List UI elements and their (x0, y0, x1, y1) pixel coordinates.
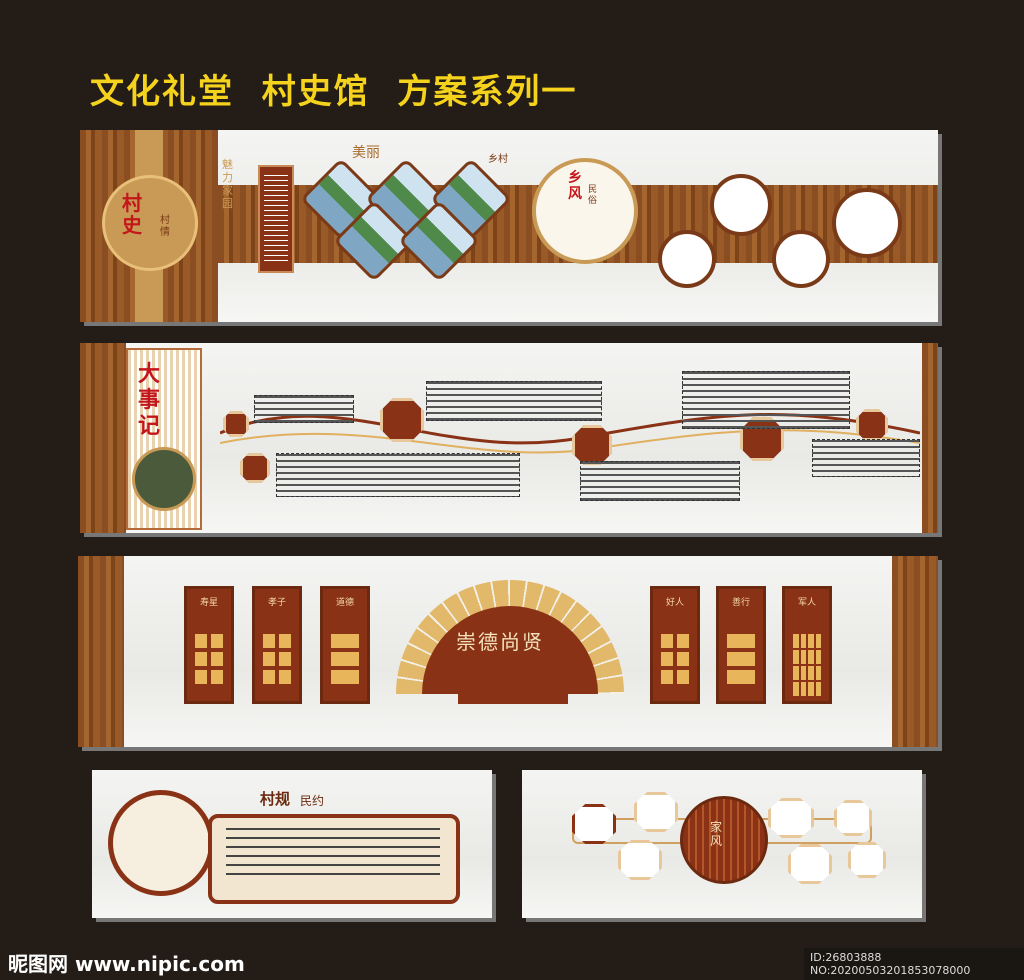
event-text (276, 453, 520, 497)
timeline-node (240, 453, 270, 483)
title-column (126, 348, 202, 530)
honor-card: 好人 (650, 586, 700, 704)
slogan: 魅力家园 (222, 158, 233, 210)
honor-card: 寿星 (184, 586, 234, 704)
hex-board (834, 800, 872, 836)
custom-title: 乡风 (568, 170, 582, 202)
rules-text (226, 828, 440, 882)
timeline-node (223, 411, 249, 437)
page-title: 文化礼堂 村史馆 方案系列一 (90, 72, 578, 112)
honor-card: 孝子 (252, 586, 302, 704)
panel-village-rules: 村规 民约 (92, 770, 492, 918)
custom-sub: 民俗 (588, 185, 598, 206)
hex-board (572, 804, 616, 844)
event-text (426, 381, 602, 421)
timeline-node (380, 398, 424, 442)
text-lines (264, 175, 288, 263)
hex-board (788, 844, 832, 884)
timeline-node (572, 425, 612, 465)
honor-card: 道德 (320, 586, 370, 704)
emblem-circle (102, 175, 198, 271)
lotus-circle (108, 790, 214, 896)
fan-title: 崇德尚贤 (456, 630, 544, 654)
main-title: 村史 (122, 191, 142, 237)
panel-family-style: 家风 (522, 770, 922, 918)
hex-board (768, 798, 814, 838)
main-title: 大事记 (138, 361, 161, 439)
panel-village-history: 村史 村情 魅力家园 美丽 乡村 乡风 民俗 (80, 130, 938, 322)
photo-circle (132, 447, 196, 511)
event-text (682, 371, 850, 429)
sub-title: 村情 (160, 215, 170, 238)
watermark-site: 昵图网 www.nipic.com (8, 952, 245, 976)
round-board-1 (658, 230, 716, 288)
hex-board (848, 842, 886, 878)
panel-virtue: 崇德尚贤 寿星 孝子 道德 好人 善行 军人 (78, 556, 938, 747)
wood-left (78, 556, 124, 747)
round-board-4 (832, 188, 902, 258)
wood-left (80, 343, 126, 533)
wood-right (922, 343, 938, 533)
family-circle (680, 796, 768, 884)
rules-title-a: 村规 (260, 790, 291, 808)
beauty-text: 美丽 (352, 145, 380, 161)
family-title: 家风 (710, 820, 723, 848)
wood-right (892, 556, 938, 747)
round-board-3 (772, 230, 830, 288)
honor-card: 善行 (716, 586, 766, 704)
panel-major-events: 大事记 (80, 343, 938, 533)
fan-mountain (458, 674, 568, 704)
hex-board (634, 792, 678, 832)
event-text (254, 395, 354, 423)
village-text: 乡村 (488, 154, 508, 165)
rules-title-b: 民约 (300, 794, 325, 808)
event-text (580, 461, 740, 501)
honor-card: 军人 (782, 586, 832, 704)
hex-board (618, 840, 662, 880)
event-text (812, 439, 920, 477)
image-id: ID:26803888 NO:20200503201853078000 (804, 948, 1024, 980)
round-board-2 (710, 174, 772, 236)
custom-circle (532, 158, 638, 264)
